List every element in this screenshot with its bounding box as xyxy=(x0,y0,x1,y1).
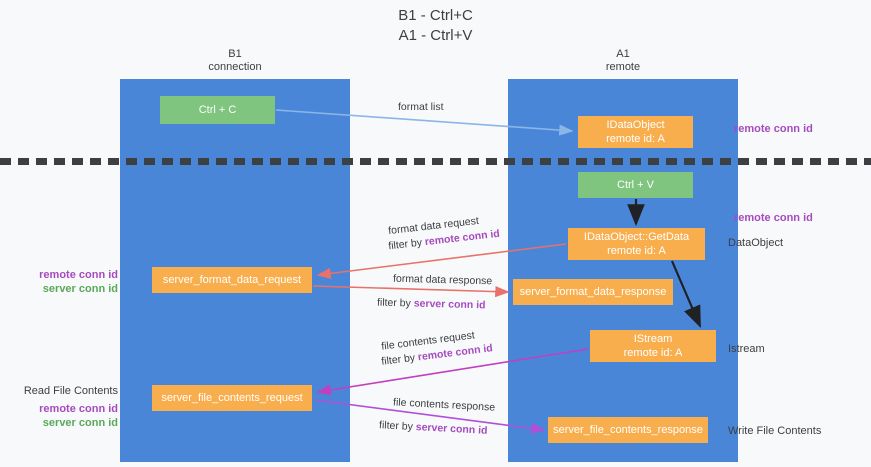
title-line-1: B1 - Ctrl+C xyxy=(398,7,473,24)
box-idataobject-line2: remote id: A xyxy=(606,133,665,145)
box-server-file-contents-response[interactable]: server_file_contents_response xyxy=(548,417,708,443)
box-server-format-data-response-label: server_format_data_response xyxy=(519,286,667,298)
edge-label-file-contents-response: file contents response xyxy=(392,396,496,414)
box-idataobject[interactable]: IDataObject remote id: A xyxy=(578,116,693,148)
edge-label-format-data-response: format data response xyxy=(392,272,493,288)
annotation-remote-conn-id-mid: remote conn id xyxy=(734,212,813,224)
box-istream-line2: remote id: A xyxy=(623,347,683,359)
annotation-left-conn-ids: remote conn id server conn id xyxy=(22,268,118,296)
page-title: B1 - Ctrl+C A1 - Ctrl+V xyxy=(0,6,871,46)
box-istream[interactable]: IStream remote id: A xyxy=(590,330,716,362)
box-getdata-line2: remote id: A xyxy=(607,245,666,257)
column-header-b1: B1 connection xyxy=(120,48,350,74)
column-header-a1-role: remote xyxy=(605,61,641,73)
annotation-dataobject: DataObject xyxy=(728,237,784,249)
annotation-remote-conn-id-top: remote conn id xyxy=(734,123,813,135)
filter-key-server-conn-id: server conn id xyxy=(415,421,488,437)
annotation-left-remote-conn-id: remote conn id xyxy=(39,269,118,281)
filter-prefix: filter by xyxy=(376,296,414,310)
annotation-read-file-contents-group: Read File Contents remote conn id server… xyxy=(18,384,118,430)
column-header-b1-name: B1 xyxy=(228,48,242,60)
box-server-format-data-request-label: server_format_data_request xyxy=(162,274,302,286)
box-server-format-data-request[interactable]: server_format_data_request xyxy=(152,267,312,293)
box-ctrl-c-label: Ctrl + C xyxy=(198,104,237,116)
edge-label-format-data-response-filter: filter by server conn id xyxy=(377,296,486,313)
box-server-file-contents-response-label: server_file_contents_response xyxy=(553,424,703,436)
filter-prefix: filter by xyxy=(380,351,419,368)
column-header-a1: A1 remote xyxy=(508,48,738,74)
box-idataobject-getdata[interactable]: IDataObject::GetData remote id: A xyxy=(568,228,705,260)
annotation-istream: Istream xyxy=(728,343,765,355)
annotation-left-server-conn-id-2: server conn id xyxy=(42,417,118,429)
phase-divider xyxy=(0,158,871,165)
annotation-left-server-conn-id: server conn id xyxy=(42,283,118,295)
box-ctrl-c[interactable]: Ctrl + C xyxy=(160,96,275,124)
column-header-b1-role: connection xyxy=(208,61,262,73)
annotation-write-file-contents: Write File Contents xyxy=(728,425,822,437)
annotation-read-file-contents: Read File Contents xyxy=(23,385,118,397)
title-line-2: A1 - Ctrl+V xyxy=(398,27,473,44)
box-server-format-data-response[interactable]: server_format_data_response xyxy=(513,279,673,305)
column-header-a1-name: A1 xyxy=(616,48,630,60)
edge-label-file-contents-response-filter: filter by server conn id xyxy=(379,418,488,438)
box-getdata-line1: IDataObject::GetData xyxy=(583,231,690,243)
box-ctrl-v[interactable]: Ctrl + V xyxy=(578,172,693,198)
filter-prefix: filter by xyxy=(387,236,426,253)
annotation-left-remote-conn-id-2: remote conn id xyxy=(39,403,118,415)
box-ctrl-v-label: Ctrl + V xyxy=(617,179,654,191)
filter-key-server-conn-id: server conn id xyxy=(413,297,486,312)
box-server-file-contents-request-label: server_file_contents_request xyxy=(161,392,303,404)
box-istream-line1: IStream xyxy=(633,333,673,345)
box-idataobject-line1: IDataObject xyxy=(606,119,665,131)
filter-prefix: filter by xyxy=(378,419,417,434)
edge-label-format-list: format list xyxy=(398,101,444,113)
box-server-file-contents-request[interactable]: server_file_contents_request xyxy=(152,385,312,411)
